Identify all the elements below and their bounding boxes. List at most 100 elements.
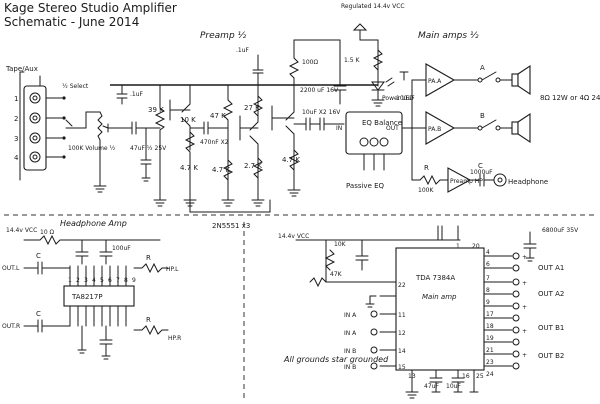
regulated-vcc: Regulated 14.4v VCC 1.5 K bbox=[341, 3, 405, 87]
tda-pin-4: 4 bbox=[486, 249, 490, 256]
main-amps-wiring bbox=[399, 71, 427, 181]
eq-block: EQ Balance IN OUT Passive EQ bbox=[336, 111, 413, 190]
tda-in-a-1: IN A bbox=[344, 312, 357, 319]
hp-left-channel: OUT.L C R HP.L bbox=[2, 252, 179, 275]
transistor-3: 4.7 K bbox=[271, 84, 301, 197]
tda-out-a1: OUT A1 bbox=[538, 264, 564, 272]
tda-left-pins: 22 11 12 14 15 IN A IN A IN B IN B bbox=[344, 282, 406, 371]
hp-c-r-label: C bbox=[36, 310, 41, 318]
hp-out-l-label: OUT.L bbox=[2, 265, 20, 272]
transistor-1: 4.7 K bbox=[169, 84, 198, 207]
tda7384a-chip: TDA 7384A Main amp bbox=[395, 247, 485, 371]
tda-pin-top-20: 20 bbox=[472, 243, 480, 250]
cap-10uf-pair: 10uF X2 16V bbox=[293, 109, 345, 131]
tda-pin-7: 7 bbox=[486, 275, 490, 282]
tda-vcc-label: 14.4v VCC bbox=[278, 233, 309, 240]
resistor-100-label: 100Ω bbox=[302, 59, 318, 66]
preamp-title: Preamp ½ bbox=[200, 31, 247, 41]
input-cap: .1uF bbox=[116, 84, 144, 105]
tda-pin-13: 13 bbox=[408, 373, 416, 380]
hp-c-l-label: C bbox=[36, 252, 41, 260]
hp-right-channel: OUT.R C R HP.R bbox=[2, 310, 181, 360]
power-amp-b: PA.B B bbox=[425, 111, 513, 145]
tda-out-b1: OUT B1 bbox=[538, 324, 564, 332]
tda-bottom: 13 16 25 47uF 10uF bbox=[405, 369, 484, 399]
eq-out-label: OUT bbox=[386, 125, 399, 132]
tda-pin-17: 17 bbox=[486, 311, 494, 318]
speaker-b-icon bbox=[511, 112, 531, 144]
hp-out-r-label: OUT.R bbox=[2, 323, 20, 330]
hp-r10-label: 10 Ω bbox=[40, 229, 55, 236]
cap-470nf: 470nF X2 bbox=[189, 121, 229, 146]
plus-4: + bbox=[522, 328, 527, 335]
hp-pin-5: 5 bbox=[100, 277, 104, 284]
input-4-label: 4 bbox=[14, 154, 19, 162]
main-amps-title: Main amps ½ bbox=[418, 31, 479, 41]
grounds-note: All grounds star grounded bbox=[283, 355, 389, 364]
tda-r10k-label: 10K bbox=[334, 241, 347, 248]
transistor-2: 27 K 2.7 K bbox=[239, 84, 265, 207]
tda-sub-label: Main amp bbox=[422, 293, 457, 301]
hp-r-l-label: R bbox=[146, 254, 151, 262]
transistor-label: 2N5551 x3 bbox=[212, 222, 250, 230]
volume-label: 100K Volume ½ bbox=[68, 145, 116, 152]
top-cap-label: .1uF bbox=[236, 47, 250, 54]
cap-100uf-label: 100uF bbox=[396, 95, 415, 102]
hp-pin-2: 2 bbox=[76, 277, 80, 284]
tda-pin-21: 21 bbox=[486, 347, 494, 354]
resistor-47k-a-label: 4.7 K bbox=[180, 164, 198, 172]
transistor-bracket bbox=[189, 199, 271, 213]
tda-pin-15: 15 bbox=[398, 364, 406, 371]
tda-in-a-2: IN A bbox=[344, 330, 357, 337]
hp-r-r-label: R bbox=[146, 316, 151, 324]
eq-label: EQ Balance bbox=[362, 119, 402, 127]
tda-cap-47-label: 47uF bbox=[424, 383, 439, 390]
cap-10uf-label: 10uF X2 16V bbox=[302, 109, 341, 116]
power-amp-a: PA.A A bbox=[425, 63, 513, 97]
headphone-label: Headphone bbox=[508, 178, 548, 186]
resistor-15k-label: 1.5 K bbox=[344, 57, 360, 64]
pa-a-label: PA.A bbox=[428, 78, 442, 85]
input-1-label: 1 bbox=[14, 95, 18, 103]
switch-a-label: A bbox=[480, 64, 485, 72]
cap-1000uf-label: 1000uF bbox=[470, 169, 493, 176]
resistor-47k-d-label: 4.7 K bbox=[282, 156, 300, 164]
selector-switch bbox=[45, 96, 87, 159]
tda-supply: 10K 47K 6800uF 35V bbox=[295, 225, 579, 288]
resistor-10k-label: 10 K bbox=[180, 116, 196, 124]
cap-47uf: 47uF ½ 25V bbox=[124, 121, 167, 182]
tda-pin-11: 11 bbox=[398, 312, 406, 319]
tda-in-b-2: IN B bbox=[344, 364, 356, 371]
tda-out-a2: OUT A2 bbox=[538, 290, 564, 298]
tda-pin-25: 25 bbox=[476, 373, 484, 380]
tda-cap-10-label: 10uF bbox=[446, 383, 461, 390]
r-label: R bbox=[424, 164, 429, 172]
resistor-47k-c-label: 4.7 K bbox=[212, 166, 230, 174]
plus-5: + bbox=[522, 352, 527, 359]
hp-pin-3: 3 bbox=[84, 277, 88, 284]
regulated-vcc-label: Regulated 14.4v VCC bbox=[341, 3, 405, 10]
select-label: ½ Select bbox=[62, 83, 89, 90]
tda-out-b2: OUT B2 bbox=[538, 352, 564, 360]
tda-pin-top-1: 1 bbox=[456, 243, 460, 250]
headphone-output: R 100K Preamp HP C 1000uF Headphone bbox=[418, 162, 548, 194]
tda-r47k-label: 47K bbox=[330, 271, 343, 278]
hp-cap-100uf-label: 100uF bbox=[112, 245, 131, 252]
resistor-47k-b: 47 K 4.7 K bbox=[210, 84, 235, 207]
top-supply-parts: .1uF 100Ω 2200 uF 16V bbox=[236, 39, 347, 105]
tda-pin-9: 9 bbox=[486, 299, 490, 306]
tape-aux-label: Tape/Aux bbox=[5, 65, 38, 73]
hp-r-label: HP.R bbox=[168, 335, 181, 342]
title-line2: Schematic - June 2014 bbox=[4, 15, 139, 29]
switch-b-label: B bbox=[480, 112, 485, 120]
input-jacks: 1 2 3 4 bbox=[14, 71, 47, 181]
power-led-label: Power LED bbox=[382, 95, 414, 102]
hp-pin-1: 1 bbox=[68, 277, 72, 284]
preamp-hp-label: Preamp HP bbox=[450, 178, 483, 185]
hp-pin-9: 9 bbox=[132, 277, 136, 284]
tda-pin-8: 8 bbox=[486, 287, 490, 294]
tda-pin-18: 18 bbox=[486, 323, 494, 330]
passive-eq-label: Passive EQ bbox=[346, 182, 385, 190]
tda-pin-6: 6 bbox=[486, 261, 490, 268]
